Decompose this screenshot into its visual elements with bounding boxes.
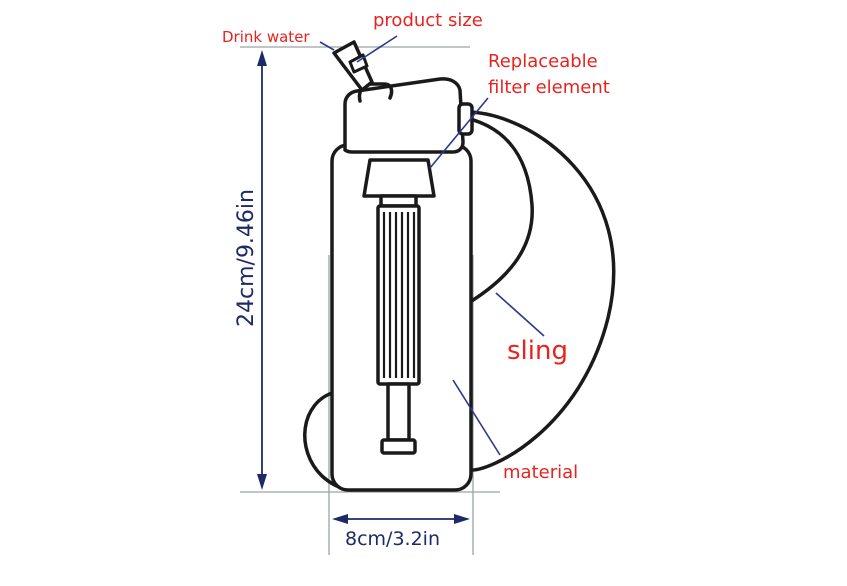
drink-water-leader <box>319 41 335 51</box>
material-label: material <box>503 462 579 483</box>
lid-latch <box>457 102 474 136</box>
height-dimension-arrow <box>257 50 267 490</box>
leader-lines <box>319 35 545 456</box>
filter-top-cap <box>362 158 436 198</box>
sling-strap-inner <box>464 116 534 304</box>
material-leader <box>452 379 501 456</box>
drink-water-label: Drink water <box>222 28 310 46</box>
straw-base <box>357 82 394 103</box>
product-size-leader <box>356 35 398 63</box>
width-dimension-label: 8cm/3.2in <box>345 528 440 550</box>
filter-element-leader <box>429 97 489 169</box>
filter-element-label: filter element <box>488 77 610 98</box>
bottle-lid <box>343 77 465 154</box>
width-dimension-arrow <box>332 514 470 524</box>
height-dimension-label: 24cm/9.46in <box>234 189 259 327</box>
sling-leader <box>495 292 545 337</box>
straw-stripe <box>348 53 369 74</box>
filter-tail-end <box>380 438 417 455</box>
replaceable-label: Replaceable <box>488 51 598 72</box>
sling-label: sling <box>507 336 568 366</box>
filter-ribs <box>382 212 416 378</box>
sling-strap <box>464 110 616 472</box>
filter-tail <box>386 382 411 442</box>
product-size-label: product size <box>373 10 483 31</box>
